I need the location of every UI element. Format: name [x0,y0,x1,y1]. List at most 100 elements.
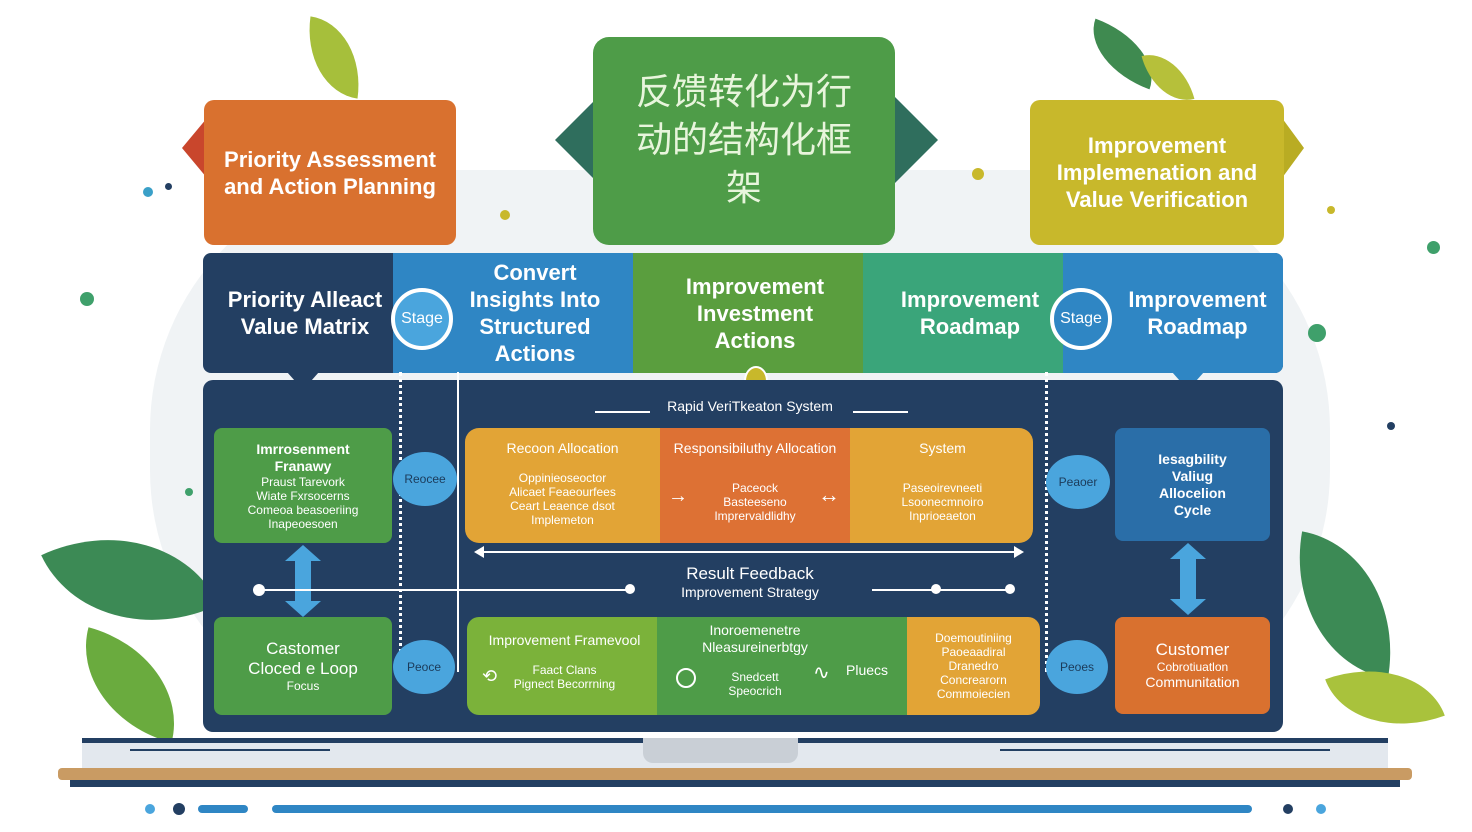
connector-dot [1005,584,1015,594]
orange-col2-line: Paceock [731,481,779,495]
diagram-title: 反馈转化为行动的结构化框架 [593,37,895,245]
orange-col1-line: Alicaet Feaeourfees [509,485,616,499]
right-customer-card: Customer Cobrotiuatlon Communitation [1115,617,1270,714]
decor-bar [198,805,248,813]
right-double-arrow [1170,543,1206,615]
decor-dot [145,804,155,814]
loop-icon: ⟲ [482,666,498,686]
stage-badge-label: Stage [401,310,443,327]
refresh-icon [676,668,696,688]
orange-col3: System Paseoirevneeti Lsoonecmnoiro Inpr… [855,435,1030,535]
decor-dot [1316,804,1326,814]
left-framework-line: Comeoa beasoeriing [247,502,359,517]
left-framework-card: Imrrosenment Franawy Praust Tarevork Wia… [214,428,392,543]
orange-col1: Recoon Allocation Oppinieoseoctor Alicae… [470,435,655,535]
green-col3-line: Doemoutiniing [935,631,1012,645]
arrow-right-icon: → [668,485,688,507]
stage-4: Improvement Roadmap [895,258,1045,368]
process-bubble: Peoes [1046,640,1108,694]
stage-3-label: Improvement Investment Actions [685,273,825,353]
green-col3-line: Concrearorn [940,673,1007,687]
orange-col2: Responsibiluthy Allocation Paceock Baste… [660,435,850,535]
result-feedback-title: Result Feedback [686,563,814,583]
orange-col2-header: Responsibiluthy Allocation [673,440,837,456]
connector-line [399,372,402,672]
decor-dot [1387,422,1395,430]
process-bubble-label: Peoes [1059,660,1095,674]
right-allocation-line: Iesagbility [1158,450,1227,467]
stage-1: Priority Alleact Value Matrix [220,258,390,368]
stage-2: Convert Insights Into Structured Actions [460,258,610,368]
decor-dot [1327,206,1335,214]
green-col2-line: Speocrich [728,684,782,698]
green-col1-line: Faact Clans [532,663,597,677]
right-customer-line: Cobrotiuatlon [1156,660,1229,674]
left-framework-title: Imrrosenment Franawy [256,440,350,474]
top-right-label: Improvement Implemenation and Value Veri… [1056,133,1258,212]
title-arrow-right [893,95,938,185]
feedback-line [260,589,630,591]
leaf-icon [300,16,368,99]
green-process-bar [467,617,1040,715]
connector-line [457,372,459,672]
top-right-box: Improvement Implemenation and Value Veri… [1030,100,1284,245]
stage-4-label: Improvement Roadmap [900,287,1040,339]
top-left-box: Priority Assessment and Action Planning [204,100,456,245]
laptop-base-line [130,749,330,751]
left-customer-card: Castomer Cloced e Loop Focus [214,617,392,715]
result-feedback-label: Result Feedback Improvement Strategy [620,560,880,604]
orange-col3-line: Inprioeaeton [909,509,976,523]
decor-dot [80,292,94,306]
stage-badge-label: Stage [1060,310,1102,327]
process-bubble: Peoce [393,640,455,694]
leaf-icon [65,627,195,743]
green-col2: Inoroemenetre Nleasureinerbtgy Snedcett … [665,622,845,710]
rapid-verification-text: Rapid VeriTkeaton System [667,397,833,414]
laptop-base-line [1000,749,1330,751]
connector-line [1045,372,1048,672]
decor-dot [173,803,185,815]
feedback-arrow-line [478,551,1018,553]
right-allocation-line: Cycle [1173,501,1212,518]
stage-1-label: Priority Alleact Value Matrix [227,287,383,339]
orange-col1-line: Oppinieoseoctor [518,471,607,485]
right-allocation-card: Iesagbility Valiug Allocelion Cycle [1115,428,1270,541]
double-arrow-icon: ↔ [818,482,840,507]
process-bubble-label: Peoce [406,660,442,674]
stage-5: Improvement Roadmap [1115,258,1280,368]
process-bubble-label: Peaoer [1058,475,1098,489]
orange-col1-line: Implemeton [531,513,594,527]
green-col2-extra: Pluecs [846,662,889,678]
decor-dot [185,488,193,496]
top-left-tab [182,118,207,178]
green-col2-line: Snedcett [731,670,779,684]
orange-process-bar [465,428,1033,543]
connector-dot [625,584,635,594]
decor-dot [500,210,510,220]
result-feedback-subtitle: Improvement Strategy [681,583,819,600]
wave-icon: ∿ [813,662,830,684]
laptop-shadow [70,780,1400,787]
left-double-arrow [285,545,321,617]
orange-col1-line: Ceart Leaence dsot [510,499,615,513]
leaf-icon [1279,531,1411,679]
orange-col3-header: System [919,440,966,456]
process-bubble: Reocee [393,452,457,506]
orange-col2-line: Basteeseno [723,495,787,509]
top-right-tab [1282,118,1304,178]
process-bubble-label: Reocee [404,472,446,486]
decor-bar [272,805,1252,813]
green-col2-title: Inoroemenetre [709,622,801,638]
stage-3: Improvement Investment Actions [665,258,845,368]
green-col3-line: Paoeaadiral [941,645,1006,659]
feedback-line [872,589,1012,591]
left-customer-line: Castomer [266,639,340,658]
laptop-edge [58,768,1412,780]
feedback-arrow-head [474,546,484,558]
stage-2-label: Convert Insights Into Structured Actions [469,260,601,366]
decor-dot [1308,324,1326,342]
right-allocation-line: Valiug [1171,467,1214,484]
green-col2-title: Nleasureinerbtgy [702,639,808,655]
decor-dot [1283,804,1293,814]
green-col1-line: Pignect Becorrning [513,677,616,691]
